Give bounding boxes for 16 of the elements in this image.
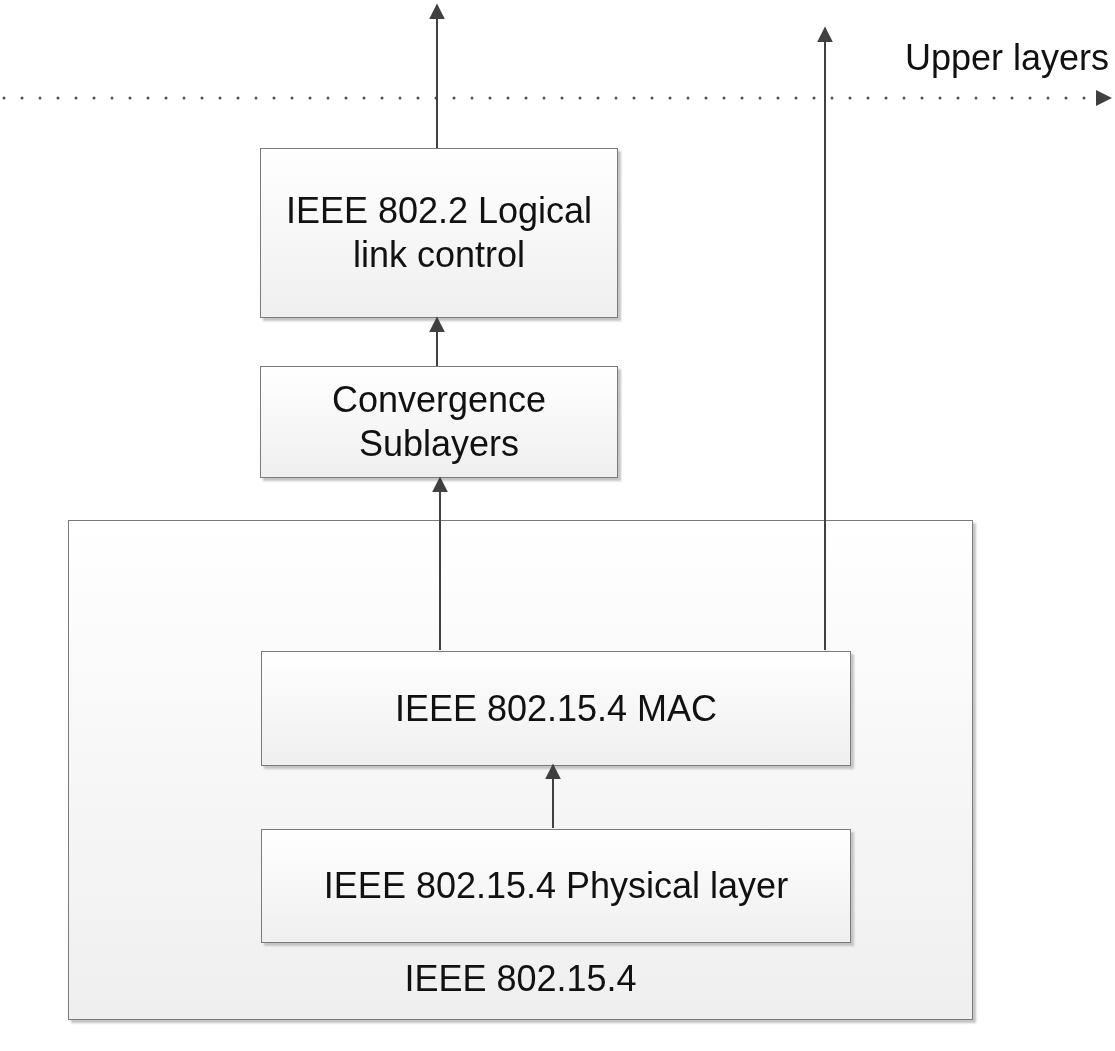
layer-label: IEEE 802.15.4 MAC [394, 686, 718, 731]
layer-box [261, 651, 851, 766]
layer-label: Upper layers [905, 36, 1110, 80]
layer-label: IEEE 802.15.4 [404, 957, 637, 1001]
layer-box [68, 520, 973, 1020]
layer-box [260, 366, 618, 478]
layer-box [260, 148, 618, 318]
layer-box [261, 829, 851, 943]
arrow [429, 3, 445, 149]
layer-label: Convergence Sublayers [330, 378, 548, 466]
arrow [545, 763, 561, 829]
arrow [432, 476, 448, 651]
arrow [429, 316, 445, 367]
layer-label: IEEE 802.2 Logical link control [284, 189, 594, 277]
arrow [817, 26, 833, 651]
layer-label: IEEE 802.15.4 Physical layer [323, 864, 789, 908]
